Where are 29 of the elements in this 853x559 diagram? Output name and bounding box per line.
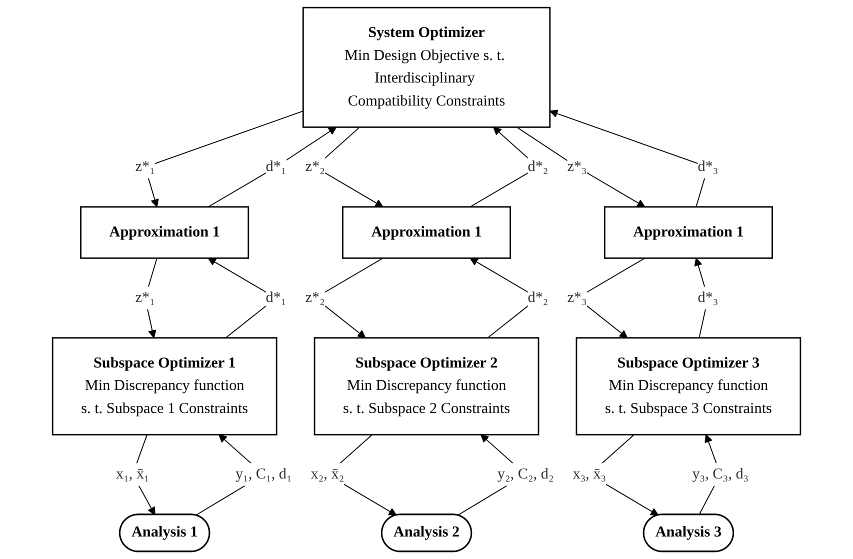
edge-label: x₃, x̄₃ [572, 466, 606, 482]
edge-label: y₃, C₃, d₃ [692, 466, 749, 482]
edge-label: z*₁ [135, 158, 155, 175]
edge-label: d*₂ [528, 289, 548, 306]
edge-label: y₂, C₂, d₂ [497, 466, 554, 482]
arrow [208, 126, 337, 208]
edge-label: x₁, x̄₁ [116, 466, 150, 482]
node-box: Approximation 1 [604, 206, 773, 259]
node-box: Approximation 1 [342, 206, 511, 259]
edge-label: x₂, x̄₂ [310, 466, 344, 482]
node-box: Subspace Optimizer 3 Min Discrepancy function s. t. Subspace 3 Constraints [576, 337, 802, 436]
edge-label: z*₁ [135, 289, 155, 306]
edge-label: y₁, C₁, d₁ [235, 466, 292, 482]
edge-label: d*₃ [698, 158, 718, 175]
arrow [694, 258, 708, 338]
edge-label: d*₃ [698, 289, 718, 306]
edge-label: d*₂ [528, 158, 548, 175]
node-box: Approximation 1 [80, 206, 250, 259]
arrow [144, 258, 158, 338]
node-box: Subspace Optimizer 2 Min Discrepancy function s. t. Subspace 2 Constraints [314, 337, 540, 436]
edge-label: z*₂ [305, 289, 325, 306]
edge-label: z*₃ [567, 158, 587, 175]
arrow [516, 126, 646, 208]
node-box: Subspace Optimizer 1 Min Discrepancy function s. t. Subspace 1 Constraints [52, 337, 278, 436]
node-box: System Optimizer Min Design Objective s. t. Interdisciplinary Compatibility Constraints [302, 6, 551, 128]
edge-label: z*₃ [567, 289, 587, 306]
edge-label: z*₂ [305, 158, 325, 175]
edge-label: d*₁ [266, 289, 286, 306]
edge-label: d*₁ [266, 158, 286, 175]
